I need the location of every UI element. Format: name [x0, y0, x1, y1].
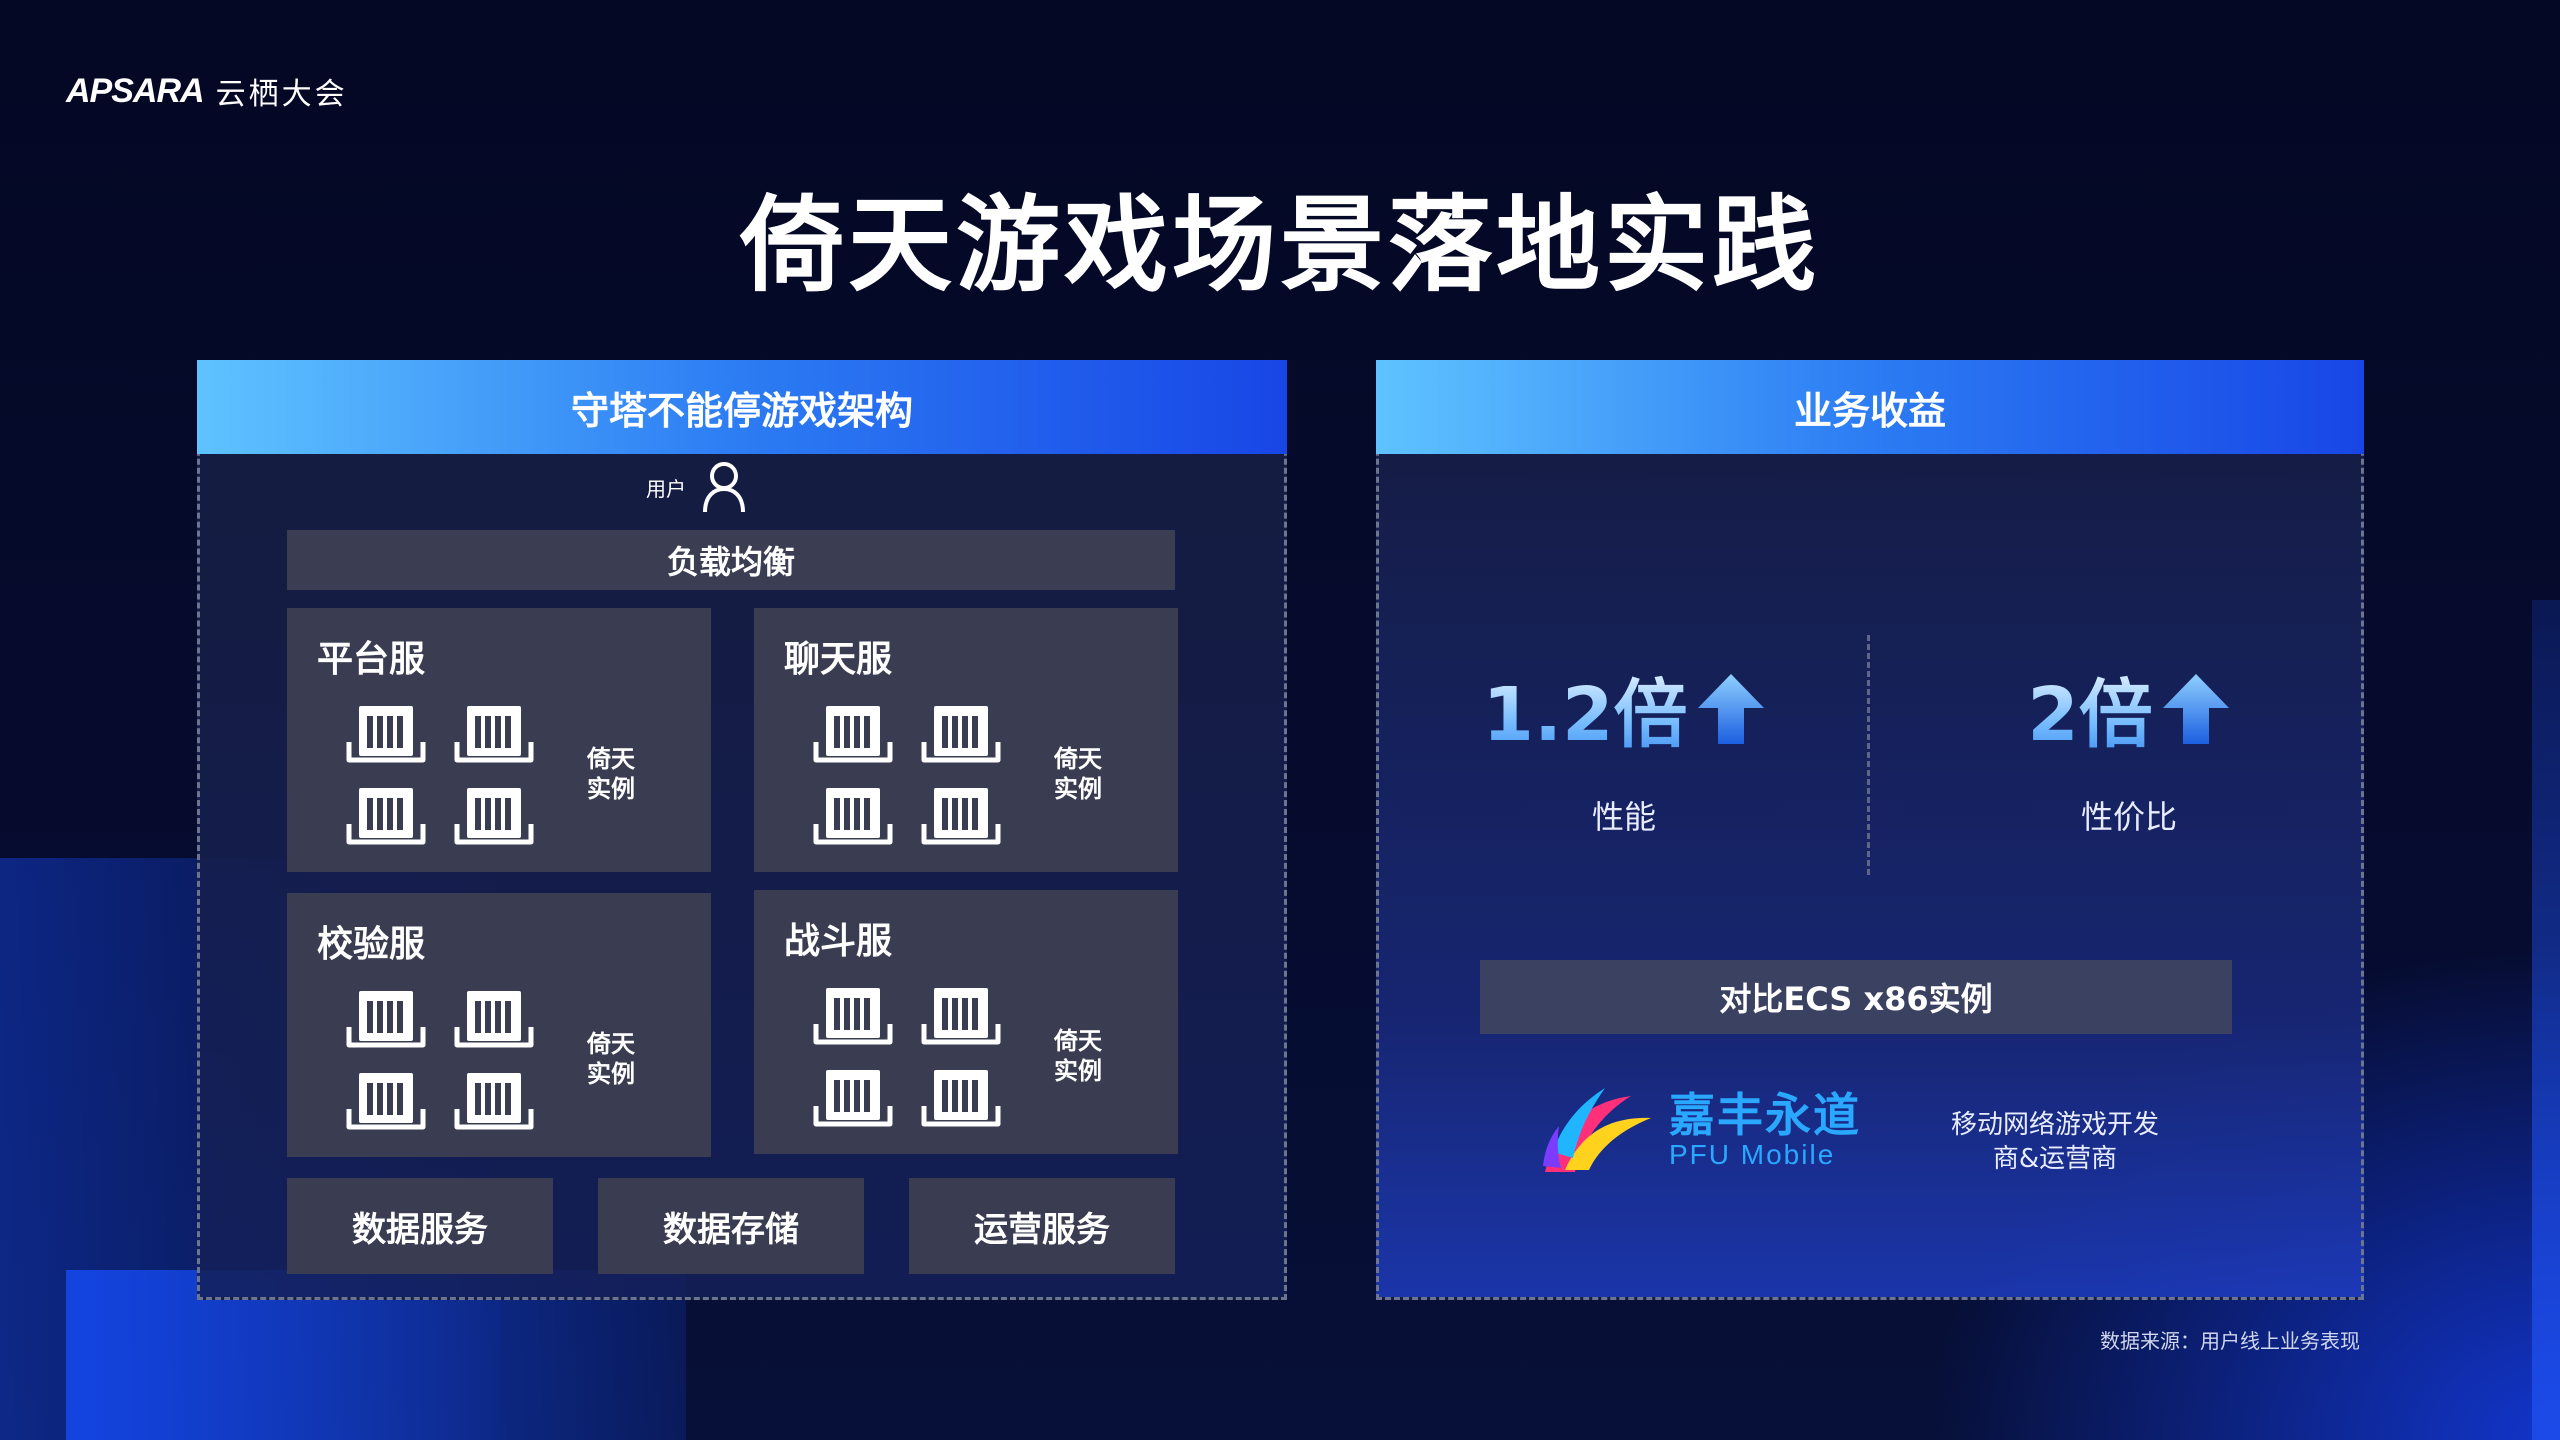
data-storage-box: 数据存储 [598, 1178, 864, 1274]
user-node: 用户 [646, 460, 746, 514]
instance-icons [812, 700, 1001, 854]
server-box-icon [920, 700, 1002, 770]
arrow-up-icon [1697, 673, 1764, 744]
customer-name-en: PFU Mobile [1669, 1139, 1836, 1170]
architecture-header: 守塔不能停游戏架构 [197, 360, 1287, 454]
service-name: 校验服 [317, 924, 426, 965]
service-platform: 平台服 倚天 实例 [287, 608, 711, 872]
server-box-icon [453, 985, 535, 1055]
customer-description: 移动网络游戏开发 商&运营商 [1950, 1110, 2159, 1174]
metric-performance: 1.2倍 性能 [1479, 655, 1769, 838]
server-box-icon [920, 782, 1002, 852]
customer-name-cn: 嘉丰永道 [1669, 1088, 1861, 1142]
metric-label: 性能 [1591, 798, 1656, 836]
arrow-up-icon [2162, 673, 2229, 744]
server-box-icon [345, 700, 427, 770]
customer-logo: 嘉丰永道 PFU Mobile [1535, 1082, 1861, 1178]
server-box-icon [920, 982, 1002, 1052]
server-box-icon [812, 982, 894, 1052]
benefits-header: 业务收益 [1376, 360, 2364, 454]
service-name: 聊天服 [784, 639, 893, 680]
instance-label: 倚天 实例 [1054, 1027, 1102, 1085]
service-name: 平台服 [317, 639, 426, 680]
server-box-icon [453, 1067, 535, 1137]
benefits-panel: 业务收益 1.2倍 性能 2倍 性价比 对比ECS x86实例 [1376, 360, 2364, 1300]
pfu-logo-icon [1543, 1088, 1651, 1172]
brand-name: 云栖大会 [215, 77, 348, 112]
instance-label: 倚天 实例 [587, 745, 635, 803]
server-box-icon [812, 1064, 894, 1134]
service-battle: 战斗服 倚天 实例 [754, 890, 1178, 1154]
instance-label: 倚天 实例 [587, 1030, 635, 1088]
server-box-icon [920, 1064, 1002, 1134]
server-box-icon [453, 782, 535, 852]
server-box-icon [345, 985, 427, 1055]
background-decoration [2532, 600, 2560, 1440]
comparison-banner: 对比ECS x86实例 [1480, 960, 2232, 1034]
data-source-note: 数据来源：用户线上业务表现 [2100, 1329, 2360, 1353]
metric-value: 2倍 [2027, 655, 2153, 762]
metric-divider [1867, 635, 1870, 875]
architecture-panel: 守塔不能停游戏架构 用户 负载均衡 平台服 倚天 实例 聊天服 倚天 实例 校验… [197, 360, 1287, 1300]
instance-icons [812, 982, 1001, 1136]
service-name: 战斗服 [784, 921, 893, 962]
server-box-icon [453, 700, 535, 770]
brand-logo: APSARA 云栖大会 [66, 70, 348, 113]
metric-value: 1.2倍 [1482, 655, 1687, 762]
instance-label: 倚天 实例 [1054, 745, 1102, 803]
metric-label: 性价比 [2080, 798, 2177, 836]
service-chat: 聊天服 倚天 实例 [754, 608, 1178, 872]
server-box-icon [812, 700, 894, 770]
brand-mark: APSARA [66, 71, 205, 110]
user-label: 用户 [646, 476, 686, 501]
page-title: 倚天游戏场景落地实践 [739, 184, 1820, 306]
data-service-box: 数据服务 [287, 1178, 553, 1274]
server-box-icon [812, 782, 894, 852]
instance-icons [345, 985, 534, 1139]
metric-cost-performance: 2倍 性价比 [1999, 655, 2259, 838]
operation-service-box: 运营服务 [909, 1178, 1175, 1274]
service-verify: 校验服 倚天 实例 [287, 893, 711, 1157]
user-icon [703, 462, 745, 513]
instance-icons [345, 700, 534, 854]
server-box-icon [345, 782, 427, 852]
load-balancer: 负载均衡 [287, 530, 1175, 590]
server-box-icon [345, 1067, 427, 1137]
